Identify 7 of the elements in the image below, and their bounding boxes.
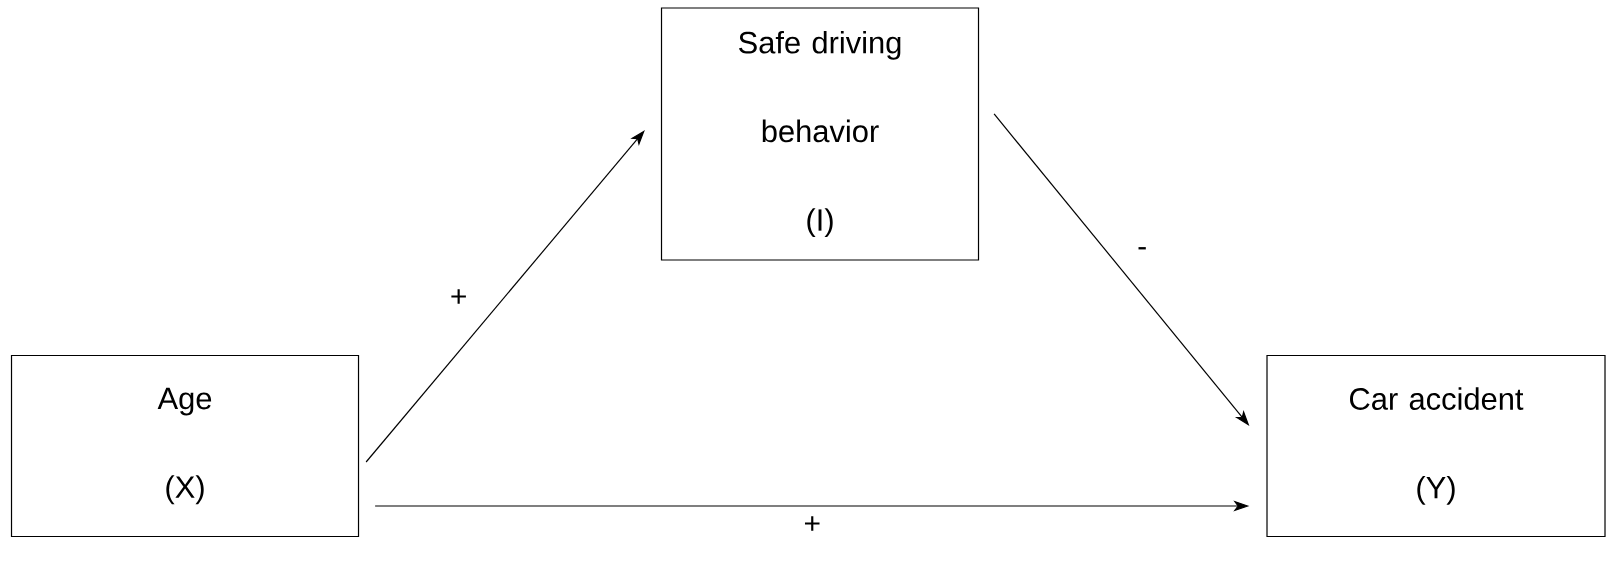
edge-label: + [451,289,466,304]
variable-box: Age (X) [10,354,360,538]
edge-label: + [805,516,820,531]
variable-box: Safe driving behavior (I) [660,7,980,261]
arrow [365,130,645,463]
edge-label: - [1138,247,1146,250]
variable-box: Car accident (Y) [1266,354,1606,538]
